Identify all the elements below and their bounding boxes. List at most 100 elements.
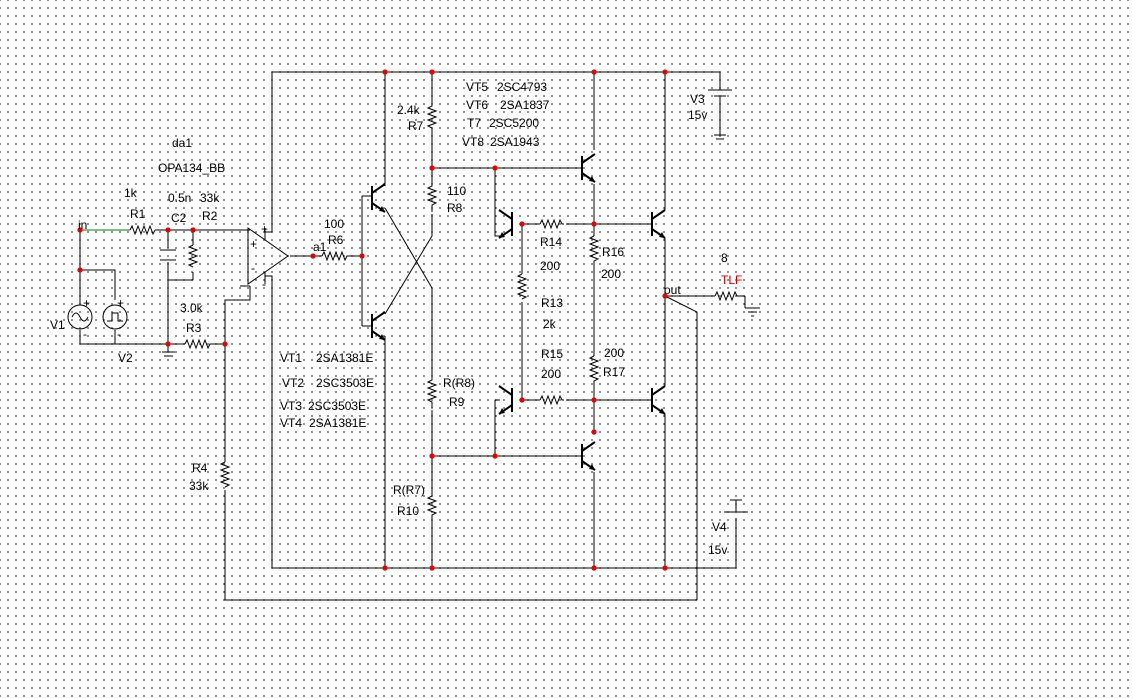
v1-circle (67, 304, 93, 330)
load-label: TLF (721, 273, 742, 287)
opamp-inv-sign: - (251, 261, 255, 275)
junction-dot (662, 69, 668, 75)
c2-value: 0.5n (168, 191, 191, 205)
transistor-vt4[interactable] (371, 311, 386, 341)
resistor-r1[interactable] (129, 224, 156, 236)
r1-body (129, 224, 156, 236)
r7-label: R7 (408, 119, 424, 133)
battery-v4[interactable] (724, 499, 748, 545)
r4-label: R4 (192, 461, 208, 475)
junction-dot (382, 565, 388, 571)
t7-part: 2SC5200 (489, 116, 539, 130)
c2-plates (160, 249, 176, 261)
transistor-bias-upper[interactable] (498, 209, 513, 239)
junction-dot (492, 453, 498, 459)
transistor-vt1[interactable] (371, 183, 386, 213)
transistor-bias-lower[interactable] (498, 385, 513, 415)
t7-ref: T7 (467, 116, 481, 130)
resistor-r10[interactable] (426, 492, 438, 520)
wire-global-feedback (224, 295, 698, 601)
resistor-r4[interactable] (219, 461, 231, 488)
emitter-arrow-icon (589, 464, 595, 470)
v3-ground (714, 134, 726, 140)
junction-dot (591, 565, 597, 571)
junction-dot (662, 565, 668, 571)
opamp-noninv-sign: + (250, 237, 257, 251)
source-v1[interactable] (67, 304, 93, 330)
junction-dot (77, 227, 83, 233)
resistor-r8[interactable] (426, 180, 438, 212)
r17-value: 200 (604, 346, 624, 360)
resistor-r14[interactable] (539, 218, 564, 230)
vt4-ref: VT4 (280, 416, 302, 430)
transistor-vt6-driver[interactable] (581, 441, 596, 471)
c2-label: C2 (171, 211, 187, 225)
r10-body (426, 492, 438, 520)
wire-r2 (168, 230, 194, 281)
v4-value: 15v (708, 543, 727, 557)
r1-value: 1k (124, 186, 138, 200)
transistor-vt8-output[interactable] (651, 385, 666, 415)
r8-label: R8 (447, 201, 463, 215)
v1-minus-sign: - (83, 327, 87, 341)
vt3-part: 2SC3503E (308, 399, 366, 413)
resistor-r13[interactable] (516, 273, 528, 300)
opamp-da1[interactable] (240, 227, 289, 287)
resistor-tlf[interactable] (714, 290, 760, 317)
wire-opamp-vminus (265, 275, 273, 568)
junction-dot (359, 253, 365, 259)
resistor-r9[interactable] (426, 374, 438, 408)
junction-dot (382, 69, 388, 75)
transistor-body (651, 209, 666, 239)
r1-label: R1 (130, 207, 146, 221)
vt6-part: 2SA1837 (500, 98, 550, 112)
emitter-arrow-icon (499, 232, 505, 238)
resistor-r16[interactable] (588, 235, 600, 263)
battery-v3[interactable] (708, 89, 732, 140)
transistor-vt7-output[interactable] (651, 209, 666, 239)
wire-c2 (130, 230, 185, 352)
node-out-label: out (664, 283, 681, 297)
junction-dot (662, 293, 668, 299)
junction-dot (519, 397, 525, 403)
v4-plates (724, 499, 748, 545)
v3-plates (708, 89, 732, 122)
transistor-list-left: VT1 2SA1381E VT2 2SC3503E VT3 2SC3503E V… (280, 351, 374, 430)
resistor-r2[interactable] (187, 244, 199, 268)
wire-v2 (80, 269, 116, 344)
r10-label: R10 (397, 504, 419, 518)
r15-value: 200 (541, 367, 561, 381)
wire-bias-bases (494, 168, 500, 456)
emitter-arrow-icon (589, 176, 595, 182)
capacitor-c2[interactable] (160, 249, 176, 261)
opamp-triangle (247, 227, 289, 285)
v3-label: V3 (690, 92, 705, 106)
junction-dot (591, 397, 597, 403)
r2-body (187, 244, 199, 268)
r16-body (588, 235, 600, 263)
wire-opamp-vplus (265, 72, 273, 233)
junction-dot (591, 69, 597, 75)
opamp-pins (240, 228, 266, 287)
junction-dot (77, 267, 83, 273)
opamp-model: OPA134_BB (158, 161, 225, 175)
resistor-r15[interactable] (539, 394, 564, 406)
labels: da1 OPA134_BB 1k R1 0.5n C2 33k R2 3.0k … (50, 80, 742, 557)
r9-body (426, 374, 438, 408)
wire-feedback-in (212, 286, 251, 345)
source-v2[interactable] (102, 304, 128, 330)
v2-plus-sign: + (117, 296, 124, 310)
resistor-r7[interactable] (426, 100, 438, 136)
resistor-r17[interactable] (588, 355, 600, 385)
resistor-r6[interactable] (321, 250, 350, 262)
resistor-r3[interactable] (184, 338, 212, 350)
transistor-vt5-driver[interactable] (581, 153, 596, 183)
r8-body (426, 180, 438, 212)
r10-value: R(R7) (393, 483, 425, 497)
wire-bottom-rail (272, 500, 737, 569)
junction-dot (190, 227, 196, 233)
vt2-ref: VT2 (282, 376, 304, 390)
transistor-list-right: VT5 2SC4793 VT6 2SA1837 T7 2SC5200 VT8 2… (462, 80, 550, 149)
v1-label: V1 (50, 318, 65, 332)
